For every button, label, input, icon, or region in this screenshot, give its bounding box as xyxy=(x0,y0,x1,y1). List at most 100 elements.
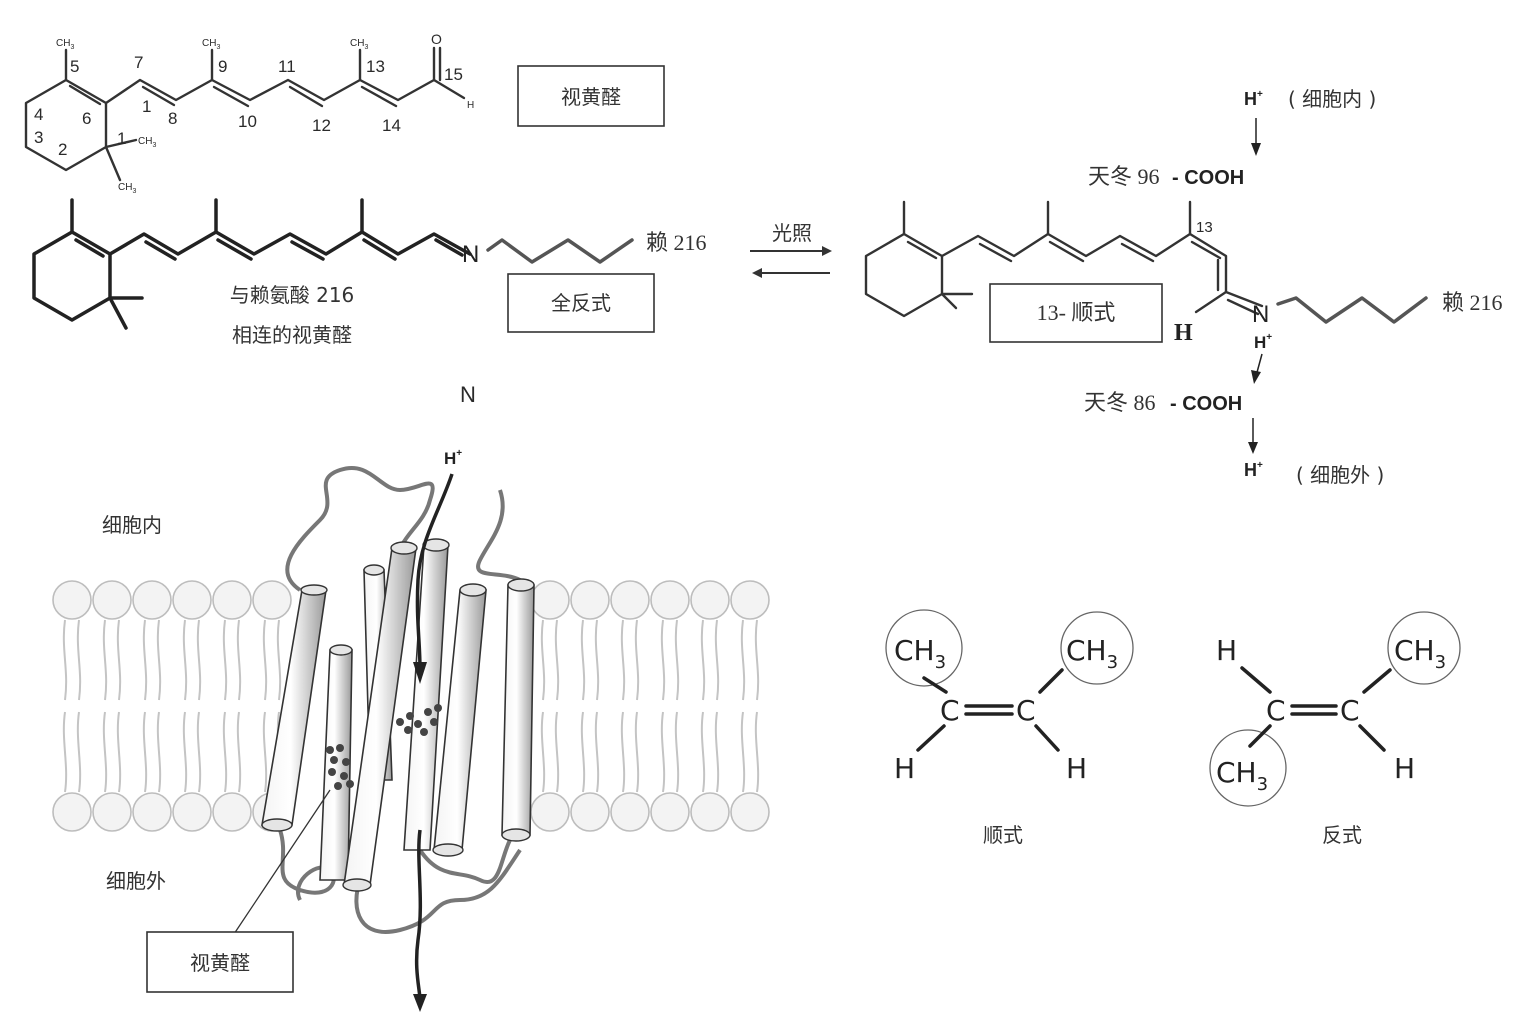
reverse-arrow-icon xyxy=(752,268,762,278)
lipid-head xyxy=(92,792,132,832)
all-trans-box-label: 全反式 xyxy=(551,291,611,315)
lipid-head xyxy=(570,792,610,832)
lipid-head xyxy=(730,792,770,832)
lipid-tail xyxy=(142,711,148,793)
extracellular-label: 细胞外 xyxy=(106,869,166,893)
aldehyde-h-label: H xyxy=(467,100,474,111)
light-label: 光照 xyxy=(772,221,812,245)
light-reaction-arrows: 光照 xyxy=(750,221,832,278)
asp96-group: - COOH xyxy=(1172,167,1244,189)
lipid-tail xyxy=(674,711,680,793)
retinal-label-box: 视黄醛 xyxy=(517,65,665,127)
all-trans-retinal-structure: N 赖 216 与赖氨酸 216 相连的视黄醛 xyxy=(32,198,707,347)
lipid-head xyxy=(172,580,212,620)
lipid-tail xyxy=(102,711,108,793)
cis-right-bottom: H xyxy=(1066,752,1087,785)
lipid-tail xyxy=(594,711,600,793)
methyl-label-1a: CH3 xyxy=(138,136,156,149)
carbon-number-6: 6 xyxy=(82,109,91,128)
lipid-tail xyxy=(700,711,706,793)
retinal-box-label: 视黄醛 xyxy=(561,85,621,109)
lipid-tail xyxy=(116,711,122,793)
carbon-number-1-chain: 1 xyxy=(142,97,151,116)
lipid-tail xyxy=(674,619,680,701)
helix-1 xyxy=(261,584,328,832)
trans-carbon-right: C xyxy=(1340,694,1360,727)
lipid-tail xyxy=(740,711,746,793)
lipid-head xyxy=(252,580,292,620)
lipid-tail xyxy=(554,711,560,793)
lipid-tail xyxy=(76,619,82,701)
lipid-head xyxy=(52,792,92,832)
proton-down-arrow-icon xyxy=(413,662,427,684)
proton-pathway: H+ ( 细胞内 ) 天冬 96 - COOH 天冬 86 - COOH H+ … xyxy=(1084,87,1384,487)
proton-in-label: H+ xyxy=(1244,89,1263,109)
helix-4 xyxy=(342,541,418,892)
lipid-tail xyxy=(594,619,600,701)
helix-7 xyxy=(501,578,535,842)
lipid-tail xyxy=(236,711,242,793)
lipid-head xyxy=(690,792,730,832)
lipid-tail xyxy=(540,619,546,701)
retinal-chromophore-right xyxy=(396,704,442,736)
down-arrow-icon xyxy=(1251,370,1261,384)
cis-carbon-right: C xyxy=(1016,694,1036,727)
trans-carbon-left: C xyxy=(1266,694,1286,727)
all-trans-n-label: N xyxy=(462,241,479,268)
lipid-tail xyxy=(182,619,188,701)
trans-isomer: H CH3 C C CH3 H 反式 xyxy=(1209,611,1461,847)
cis-caption: 顺式 xyxy=(983,823,1023,847)
nh-proton-label: H+ xyxy=(1254,332,1272,352)
lipid-tail xyxy=(196,619,202,701)
cis-carbon-left: C xyxy=(940,694,960,727)
lipid-tail xyxy=(76,711,82,793)
all-trans-caption-line1: 与赖氨酸 216 xyxy=(230,283,355,307)
lipid-head xyxy=(610,792,650,832)
membrane-protein-diagram: N 细胞内 细胞外 xyxy=(52,382,770,1012)
trans-left-bottom: CH3 xyxy=(1216,756,1268,795)
cis-h-label: H xyxy=(1174,320,1193,346)
lipid-tail xyxy=(740,619,746,701)
lipid-tail xyxy=(660,619,666,701)
methyl-label-13: CH3 xyxy=(350,38,368,51)
lipid-head xyxy=(212,792,252,832)
13-cis-retinal-structure: 13 N H 赖 216 H+ xyxy=(864,200,1503,352)
cis-left-bottom: H xyxy=(894,752,915,785)
lipid-tail xyxy=(276,619,282,701)
retinal-structure: CH3 CH3 CH3 CH3 CH3 O H 1 2 3 4 5 6 7 8 … xyxy=(24,31,474,195)
lipid-tail xyxy=(754,619,760,701)
lipid-head xyxy=(530,792,570,832)
all-trans-lysine-label: 赖 216 xyxy=(646,230,707,255)
lipid-tail xyxy=(620,619,626,701)
lipid-tail xyxy=(660,711,666,793)
lipid-tail xyxy=(714,711,720,793)
carbon-number-10: 10 xyxy=(238,112,257,131)
lipid-head xyxy=(570,580,610,620)
retinal-chromophore-left xyxy=(326,744,354,790)
lipid-tail xyxy=(222,711,228,793)
position-13-label: 13 xyxy=(1196,219,1213,236)
lipid-head xyxy=(530,580,570,620)
n-terminus-label: N xyxy=(460,382,476,407)
cis-lysine-label: 赖 216 xyxy=(1442,290,1503,315)
cis-right-top: CH3 xyxy=(1066,634,1118,673)
carbon-number-5: 5 xyxy=(70,57,79,76)
carbon-number-9: 9 xyxy=(218,57,227,76)
lipid-tail xyxy=(102,619,108,701)
lipid-head xyxy=(730,580,770,620)
carbon-number-8: 8 xyxy=(168,109,177,128)
13-cis-box-label: 13- 顺式 xyxy=(1037,300,1116,325)
lipid-tail xyxy=(754,711,760,793)
lipid-tail xyxy=(236,619,242,701)
carbon-number-12: 12 xyxy=(312,116,331,135)
lipid-tail xyxy=(156,619,162,701)
trans-right-top: CH3 xyxy=(1394,634,1446,673)
carbon-number-11: 11 xyxy=(278,57,296,76)
lipid-head xyxy=(92,580,132,620)
forward-arrow-icon xyxy=(822,246,832,256)
methyl-label-5: CH3 xyxy=(56,38,74,51)
trans-right-bottom: H xyxy=(1394,752,1415,785)
lipid-tail xyxy=(142,619,148,701)
lipid-tail xyxy=(262,619,268,701)
